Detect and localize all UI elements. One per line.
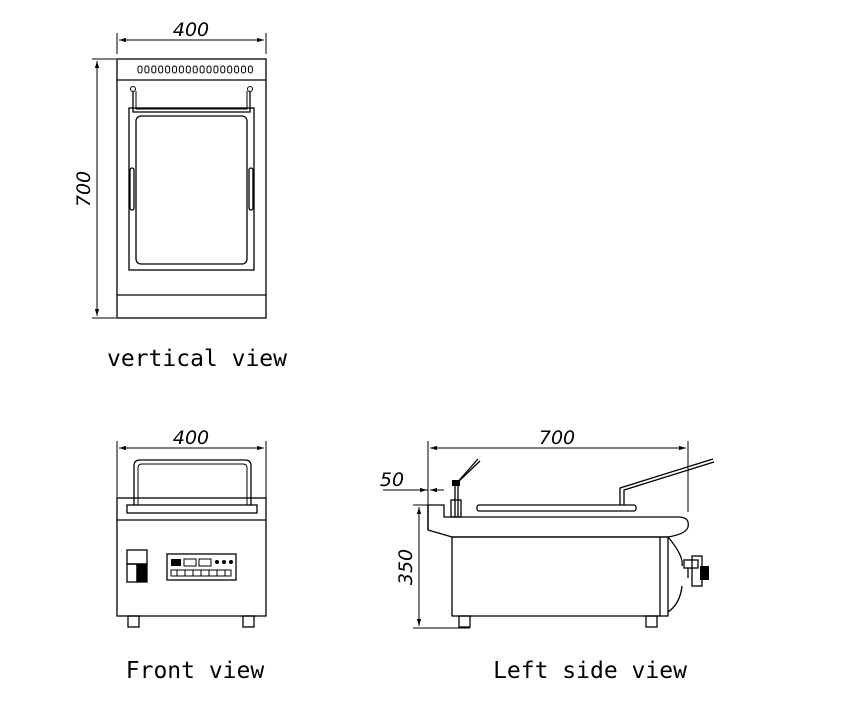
control-panel xyxy=(166,553,237,581)
side-length-dimension: 700 xyxy=(427,427,689,512)
side-height-dimension: 350 xyxy=(395,504,470,629)
basket-handle-front xyxy=(133,459,252,505)
vent-slot xyxy=(213,65,219,74)
vent-slot xyxy=(227,65,233,74)
vertical-depth-label: 700 xyxy=(73,171,95,207)
vent-slot xyxy=(137,65,143,74)
side-pot-rim xyxy=(476,504,637,512)
front-width-label: 400 xyxy=(173,427,209,449)
vent-slot xyxy=(144,65,150,74)
fry-pot-inner xyxy=(135,115,248,265)
vertical-width-label: 400 xyxy=(173,19,209,41)
left-side-view-caption: Left side view xyxy=(493,658,687,684)
side-offset-label: 50 xyxy=(380,469,404,491)
front-view: 400 xyxy=(116,427,267,628)
vent-slot xyxy=(247,65,253,74)
vent-slot xyxy=(172,65,177,74)
side-basket-handle-right xyxy=(619,458,715,505)
side-offset-dimension: 50 xyxy=(380,469,444,493)
vent-slot xyxy=(185,65,191,74)
fry-pot-outer xyxy=(128,107,255,271)
vent-slots xyxy=(137,65,253,74)
vent-slot xyxy=(192,65,198,74)
vent-slot xyxy=(158,65,164,74)
front-view-caption: Front view xyxy=(126,658,265,684)
side-valve-icon xyxy=(683,555,709,587)
vent-slot xyxy=(241,65,246,74)
vertical-body-outline xyxy=(116,58,267,319)
vent-slot xyxy=(165,65,171,74)
side-foot-right xyxy=(645,615,658,628)
front-width-dimension: 400 xyxy=(116,427,267,500)
side-basket-handle-left xyxy=(450,458,481,518)
vertical-view: 400 700 xyxy=(73,19,267,319)
vertical-depth-dimension: 700 xyxy=(73,58,116,319)
front-lid xyxy=(126,504,258,514)
front-foot-left xyxy=(127,615,140,628)
left-side-view: 700 50 350 xyxy=(380,427,715,629)
vent-slot xyxy=(199,65,205,74)
vertical-width-dimension: 400 xyxy=(116,19,267,54)
vent-slot xyxy=(234,65,240,74)
vertical-view-caption: vertical view xyxy=(107,346,287,372)
vent-slot xyxy=(178,65,184,74)
drain-valve-icon xyxy=(126,549,148,583)
front-body-outline xyxy=(116,497,267,617)
side-height-label: 350 xyxy=(395,549,417,585)
front-foot-right xyxy=(242,615,255,628)
vent-slot xyxy=(206,65,212,74)
side-length-label: 700 xyxy=(539,427,575,449)
side-body-outline xyxy=(427,504,689,617)
side-foot-left xyxy=(458,615,471,628)
vent-slot xyxy=(151,65,157,74)
basket-handle-top xyxy=(130,86,253,113)
vent-slot xyxy=(220,65,226,74)
